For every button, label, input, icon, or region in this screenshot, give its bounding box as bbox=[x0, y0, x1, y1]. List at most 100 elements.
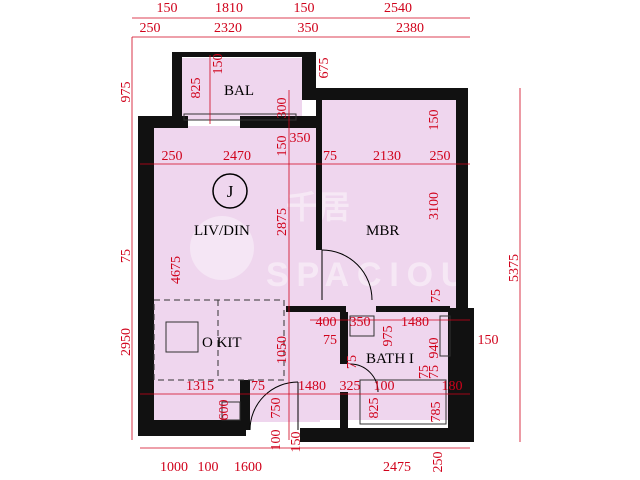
room-labels: BAL LIV/DIN MBR O KIT BATH I bbox=[194, 83, 414, 367]
room-label-living: LIV/DIN bbox=[194, 223, 250, 239]
wall-right-lower bbox=[448, 308, 474, 440]
balcony-fill bbox=[182, 58, 302, 120]
dim-75-c: 75 bbox=[345, 355, 360, 369]
dim-1050: 1050 bbox=[275, 336, 290, 364]
mbr-door-swing bbox=[321, 249, 373, 301]
dim-right-5375: 5375 bbox=[507, 254, 522, 282]
dim-600: 600 bbox=[217, 400, 232, 421]
dim-top1-0: 150 bbox=[157, 1, 178, 16]
dim-kit-row-0: 1315 bbox=[186, 379, 214, 394]
room-fills bbox=[152, 58, 458, 422]
dim-180: 180 bbox=[442, 379, 463, 394]
wall-bath-left bbox=[340, 312, 348, 364]
dim-bottom-1: 100 bbox=[198, 460, 219, 475]
dim-row-a-0: 250 bbox=[162, 149, 183, 164]
wall-bal-top bbox=[172, 52, 316, 57]
dim-75-left: 75 bbox=[119, 249, 134, 263]
dim-left-975: 975 bbox=[119, 82, 134, 103]
fixtures bbox=[153, 113, 451, 431]
dim-150-mbr: 150 bbox=[427, 110, 442, 131]
dim-4675: 4675 bbox=[169, 256, 184, 284]
dim-300: 300 bbox=[275, 98, 290, 119]
bath-tub bbox=[359, 379, 447, 425]
dim-bottom-2: 1600 bbox=[234, 460, 262, 475]
dim-75-d: 75 bbox=[427, 365, 442, 379]
dim-kit-row-1: 75 bbox=[251, 379, 265, 394]
bath-door-swing bbox=[349, 363, 379, 393]
dim-bottom-3: 2475 bbox=[383, 460, 411, 475]
wall-bal-left bbox=[172, 52, 182, 124]
dim-75-right: 75 bbox=[429, 289, 444, 303]
dim-top2-3: 2380 bbox=[396, 21, 424, 36]
wall-bottom-right bbox=[300, 428, 474, 442]
dim-2875: 2875 bbox=[275, 208, 290, 236]
mbr-fill bbox=[320, 100, 458, 308]
dim-top2-0: 250 bbox=[140, 21, 161, 36]
dim-bath-row-0: 400 bbox=[316, 315, 337, 330]
room-label-bath: BATH I bbox=[366, 351, 414, 367]
dim-350-upper: 350 bbox=[290, 131, 311, 146]
room-label-mbr: MBR bbox=[366, 223, 399, 239]
dim-row-a-1: 2470 bbox=[223, 149, 251, 164]
dim-150-bot: 150 bbox=[289, 432, 304, 453]
unit-badge: J bbox=[212, 173, 248, 209]
dim-150-b: 150 bbox=[478, 333, 499, 348]
wall-partition bbox=[316, 100, 322, 250]
dim-top2-1: 2320 bbox=[214, 21, 242, 36]
dim-150-mid: 150 bbox=[275, 136, 290, 157]
dim-825-b: 825 bbox=[367, 398, 382, 419]
dimension-lines bbox=[131, 17, 521, 449]
dim-150-bal: 150 bbox=[211, 54, 226, 75]
dim-top2-2: 350 bbox=[298, 21, 319, 36]
wall-bath-mid bbox=[340, 392, 348, 440]
lobby-fill bbox=[290, 308, 342, 420]
entry-cabinet bbox=[221, 401, 241, 421]
dim-top1-2: 150 bbox=[294, 1, 315, 16]
dim-975-bath: 975 bbox=[381, 326, 396, 347]
dim-kit-row-4: 100 bbox=[374, 379, 395, 394]
wall-bottom-left bbox=[138, 420, 246, 436]
dim-75-e: 75 bbox=[417, 365, 432, 379]
wall-living-top-right bbox=[240, 116, 320, 128]
dim-row-a-3: 2130 bbox=[373, 149, 401, 164]
walls bbox=[138, 52, 474, 442]
dims-sides: 975 2950 675 5375 bbox=[119, 58, 522, 357]
shower-tray bbox=[439, 315, 451, 357]
bath-basin bbox=[349, 315, 375, 337]
dim-row-a-4: 250 bbox=[430, 149, 451, 164]
unit-badge-circle bbox=[212, 173, 248, 209]
dim-75-b: 75 bbox=[323, 333, 337, 348]
kitchen-sink bbox=[165, 321, 199, 353]
wall-right bbox=[456, 88, 468, 308]
wall-bal-right bbox=[302, 52, 316, 100]
dim-750: 750 bbox=[269, 398, 284, 419]
dim-bottom-0: 1000 bbox=[160, 460, 188, 475]
dim-top1-3: 2540 bbox=[384, 1, 412, 16]
dim-bath-row-2: 1480 bbox=[401, 315, 429, 330]
dims-bottom: 1000 100 1600 2475 250 bbox=[160, 452, 446, 476]
dim-bath-row-1: 350 bbox=[350, 315, 371, 330]
dim-row-a-2: 75 bbox=[323, 149, 337, 164]
dim-kit-row-3: 325 bbox=[340, 379, 361, 394]
wall-entry-pillar bbox=[240, 380, 250, 430]
dim-940: 940 bbox=[427, 338, 442, 359]
bal-window bbox=[183, 113, 297, 121]
dims-top: 150 1810 150 2540 250 2320 350 2380 bbox=[140, 1, 425, 36]
dim-left-2950: 2950 bbox=[119, 328, 134, 356]
watermark-logo-circle bbox=[190, 216, 254, 280]
wall-mbr-bottom-right bbox=[376, 306, 450, 312]
wall-left bbox=[138, 116, 154, 436]
dim-top1-1: 1810 bbox=[215, 1, 243, 16]
room-label-balcony: BAL bbox=[224, 83, 254, 99]
wall-mbr-top bbox=[316, 88, 466, 100]
kitchen-counter bbox=[153, 299, 285, 381]
dim-3100: 3100 bbox=[427, 192, 442, 220]
dim-right-675: 675 bbox=[317, 58, 332, 79]
dim-kit-row-2: 1480 bbox=[298, 379, 326, 394]
dim-bottom-4: 250 bbox=[431, 452, 446, 473]
wall-mbr-bottom-left bbox=[286, 306, 346, 312]
dims-interior: 250 2470 75 2130 250 350 825 150 300 150… bbox=[119, 54, 499, 453]
dim-100-bot: 100 bbox=[269, 430, 284, 451]
dim-785: 785 bbox=[429, 402, 444, 423]
